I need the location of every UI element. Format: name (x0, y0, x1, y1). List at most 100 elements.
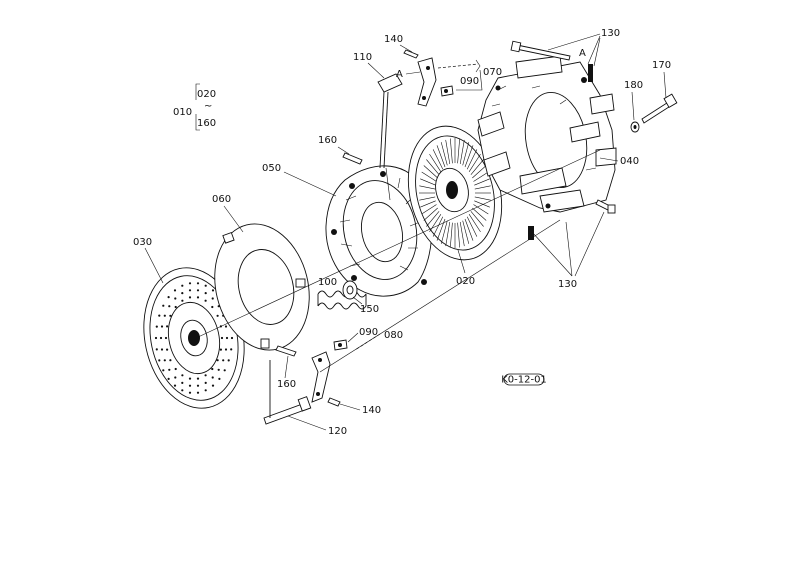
lining-line (445, 139, 451, 165)
lining-dot (168, 305, 171, 308)
lining-dot (217, 368, 220, 371)
label-020-group: 020 (197, 89, 216, 100)
leader-160-b (284, 355, 289, 379)
lining-dot (224, 348, 228, 351)
leader-090-top (456, 69, 483, 91)
lining-dot (162, 304, 165, 307)
release-lever-110 (377, 73, 403, 169)
lining-line (459, 221, 465, 247)
leader-030 (144, 247, 164, 284)
lining-dot (196, 282, 200, 285)
lining-dot (188, 391, 192, 394)
lining-line (420, 178, 436, 186)
reference-code-stamp: K0-12-01 (501, 373, 547, 386)
label-060: 060 (212, 194, 231, 205)
lining-dot (196, 391, 200, 394)
lining-line (450, 222, 453, 248)
lever-bracket-bottom (311, 351, 331, 403)
lining-line (457, 138, 460, 164)
lining-dot (181, 381, 184, 384)
lining-dot (216, 359, 219, 362)
lining-line (474, 185, 491, 190)
pin-160-lower (275, 345, 297, 357)
lining-dot (220, 336, 224, 340)
leader-060 (223, 205, 244, 233)
lining-dot (211, 289, 215, 292)
lining-dot (167, 296, 170, 299)
leader-110 (367, 62, 385, 79)
label-120: 120 (328, 426, 347, 437)
lining-dot (174, 367, 177, 371)
lining-line (468, 153, 481, 172)
lining-line (440, 220, 448, 244)
lining-dot (159, 336, 163, 340)
label-160-b: 160 (277, 379, 296, 390)
label-110: 110 (353, 52, 372, 63)
lining-line (472, 165, 487, 179)
lining-dot (223, 369, 226, 372)
lining-line (420, 200, 436, 208)
lining-dot (188, 289, 192, 292)
lining-dot (181, 374, 184, 377)
lining-dot (163, 359, 166, 362)
lining-line (464, 145, 474, 168)
lining-line (457, 222, 460, 248)
leader-040 (599, 157, 619, 162)
lining-dot (204, 389, 207, 392)
lining-line (472, 207, 487, 221)
lining-dot (216, 314, 219, 317)
bolt-130-bottom (528, 199, 616, 240)
lining-dot (204, 374, 207, 377)
shaft-120 (263, 360, 312, 425)
label-140-bottom: 140 (362, 405, 381, 416)
lining-line (432, 149, 444, 170)
label-150: 150 (360, 304, 379, 315)
lining-dot (188, 377, 192, 380)
lining-line (473, 171, 489, 182)
label-050: 050 (262, 163, 281, 174)
mark-a-right: A (579, 48, 586, 59)
lining-dot (188, 384, 192, 387)
lining-dot (181, 389, 184, 392)
lining-line (419, 196, 436, 201)
leader-140-top (399, 44, 413, 53)
lining-dot (211, 376, 214, 379)
friction-lining-pattern-rear (419, 138, 491, 248)
label-010: 010 (173, 107, 192, 118)
leader-130-top (547, 33, 601, 67)
lever-bracket-top (417, 57, 437, 107)
lining-dot (174, 376, 177, 379)
assembly-axis-lines (195, 149, 601, 373)
washer-180 (630, 121, 640, 133)
label-130-top: 130 (601, 28, 620, 39)
lining-line (470, 211, 484, 227)
leader-120 (287, 415, 327, 431)
leader-020 (457, 249, 466, 274)
label-020: 020 (456, 276, 475, 287)
spring-070 (437, 59, 481, 73)
group-reference-010: 010 020 ~ 160 (173, 83, 216, 131)
bolt-130-top (510, 40, 593, 82)
lining-line (440, 142, 448, 166)
lining-dot (168, 368, 171, 371)
lining-line (429, 153, 442, 172)
lining-dot (204, 381, 207, 384)
pin-140-top (403, 49, 419, 59)
lining-dot (196, 384, 200, 387)
lining-dot (222, 359, 225, 362)
lining-line (421, 171, 437, 182)
lining-dot (174, 305, 177, 309)
lining-dot (211, 384, 215, 387)
lining-dot (174, 297, 177, 300)
label-160-a: 160 (318, 135, 337, 146)
lining-line (432, 216, 444, 237)
lining-dot (196, 377, 200, 380)
lining-dot (169, 314, 172, 317)
lining-line (464, 218, 474, 241)
flywheel-cover-040 (477, 55, 617, 213)
lining-line (423, 207, 438, 221)
lining-dot (162, 369, 165, 372)
lining-dot (173, 384, 177, 387)
label-040: 040 (620, 156, 639, 167)
